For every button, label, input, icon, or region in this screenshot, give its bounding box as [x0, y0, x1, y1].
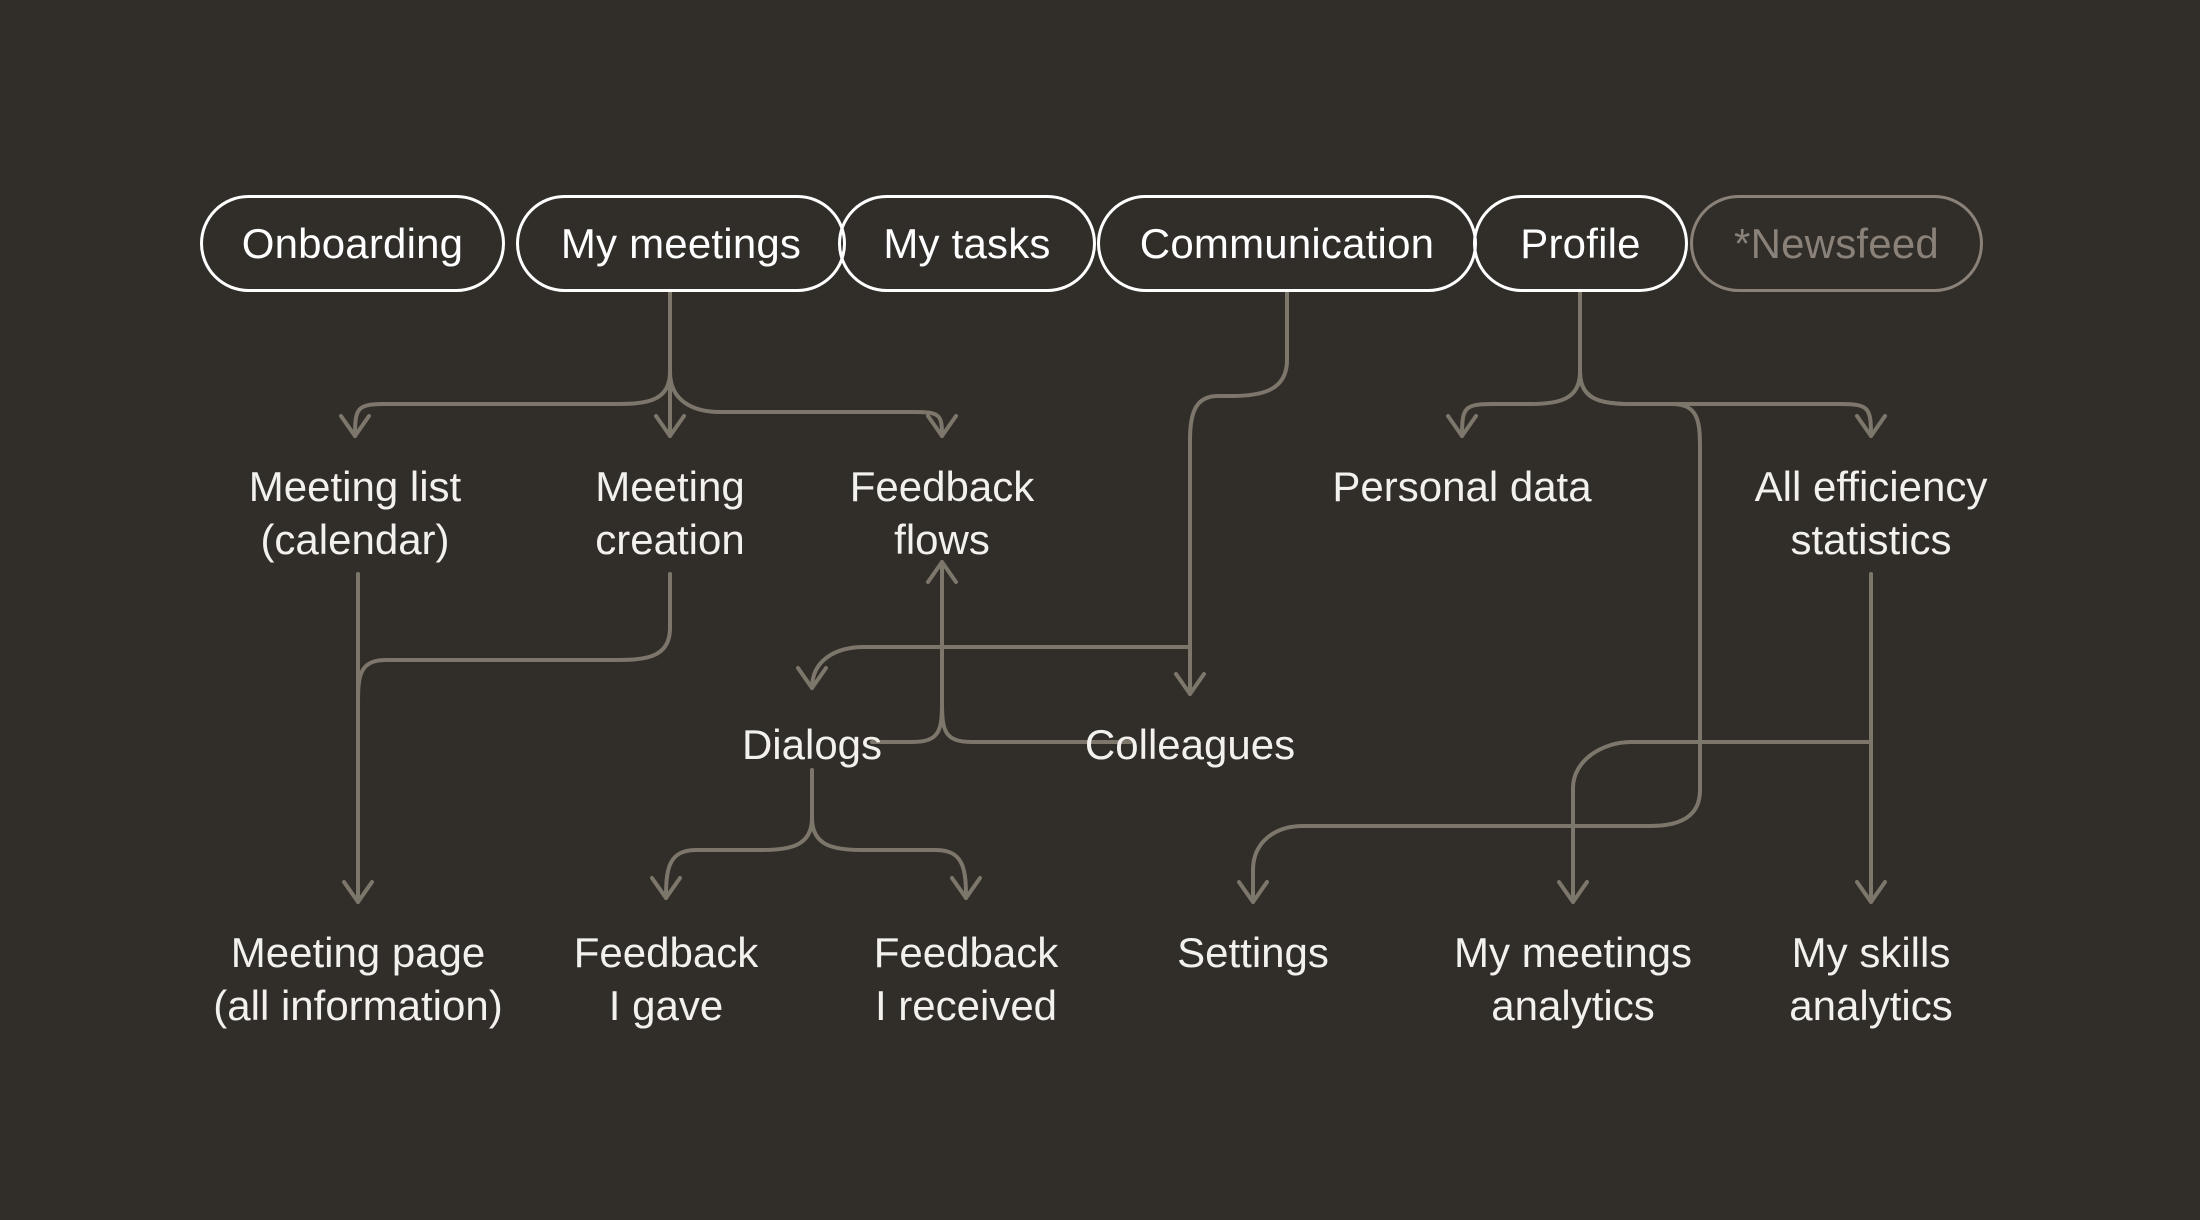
node-feedback-i-received[interactable]: Feedback I received: [874, 926, 1058, 1032]
nav-pill-my-tasks[interactable]: My tasks: [838, 195, 1096, 292]
node-meeting-page-line-1: Meeting page: [230, 929, 486, 976]
node-my-meetings-analytics-line-2: analytics: [1491, 982, 1655, 1029]
node-dialogs-line-1: Dialogs: [741, 721, 883, 768]
edge-dialogs-to-feedback-i-received: [810, 816, 968, 900]
node-meeting-list-line-1: Meeting list: [248, 463, 462, 510]
arrowhead-feedback-flows-up: [926, 560, 958, 584]
node-feedback-flows-line-2: flows: [894, 516, 990, 563]
arrowhead-meeting-creation: [654, 414, 686, 438]
node-settings-line-1: Settings: [1177, 929, 1329, 976]
edge-to-meetings-analytics: [1571, 740, 1873, 904]
node-feedback-i-received-line-1: Feedback: [873, 929, 1059, 976]
edge-colleagues-to-link: [940, 700, 1132, 744]
node-colleagues[interactable]: Colleagues: [1085, 718, 1295, 771]
edge-my-meetings-to-feedback-flows: [668, 370, 944, 438]
arrowhead-all-efficiency: [1855, 414, 1887, 438]
node-my-skills-analytics-line-1: My skills: [1791, 929, 1951, 976]
nav-pill-profile-label: Profile: [1520, 219, 1641, 267]
node-meeting-creation[interactable]: Meeting creation: [595, 460, 744, 566]
node-my-meetings-analytics[interactable]: My meetings analytics: [1454, 926, 1692, 1032]
nav-pill-newsfeed-label: *Newsfeed: [1734, 219, 1939, 267]
node-my-meetings-analytics-line-1: My meetings: [1453, 929, 1693, 976]
node-my-skills-analytics[interactable]: My skills analytics: [1789, 926, 1952, 1032]
edge-dialogs-colleagues-link: [870, 560, 944, 744]
node-meeting-list[interactable]: Meeting list (calendar): [249, 460, 461, 566]
arrowhead-dialogs: [796, 666, 828, 690]
nav-pill-communication[interactable]: Communication: [1097, 195, 1477, 292]
edge-my-meetings-to-meeting-list: [353, 370, 672, 438]
arrowhead-feedback-i-gave: [650, 876, 682, 900]
nav-pill-profile[interactable]: Profile: [1473, 195, 1688, 292]
node-feedback-i-gave-line-1: Feedback: [573, 929, 759, 976]
node-all-efficiency-statistics-line-1: All efficiency: [1754, 463, 1988, 510]
arrowhead-meeting-list: [339, 414, 371, 438]
edge-feeder-to-dialogs: [810, 645, 1192, 690]
node-meeting-creation-line-1: Meeting: [595, 463, 745, 510]
arrowhead-settings: [1237, 880, 1269, 904]
nav-pill-my-tasks-label: My tasks: [883, 219, 1051, 267]
edge-profile-to-settings: [1251, 370, 1702, 904]
node-meeting-page-line-2: (all information): [213, 982, 503, 1029]
node-settings[interactable]: Settings: [1177, 926, 1329, 979]
node-personal-data-line-1: Personal data: [1332, 463, 1592, 510]
arrowhead-meetings-analytics: [1557, 880, 1589, 904]
arrowhead-feedback-flows: [926, 414, 958, 438]
nav-pill-newsfeed[interactable]: *Newsfeed: [1690, 195, 1983, 292]
arrowhead-meeting-page: [342, 880, 374, 904]
node-dialogs[interactable]: Dialogs: [742, 718, 882, 771]
node-feedback-i-gave[interactable]: Feedback I gave: [574, 926, 758, 1032]
arrowhead-colleagues: [1174, 672, 1206, 696]
nav-pill-communication-label: Communication: [1139, 219, 1435, 267]
node-meeting-list-line-2: (calendar): [260, 516, 450, 563]
node-all-efficiency-statistics[interactable]: All efficiency statistics: [1755, 460, 1988, 566]
arrowhead-personal-data: [1446, 414, 1478, 438]
nav-pill-my-meetings[interactable]: My meetings: [516, 195, 846, 292]
node-meeting-creation-line-2: creation: [595, 516, 745, 563]
edge-meeting-creation-to-meeting-page: [356, 572, 672, 708]
node-colleagues-line-1: Colleagues: [1084, 721, 1296, 768]
nav-pill-onboarding-label: Onboarding: [241, 219, 464, 267]
edge-communication-to-colleagues: [1188, 290, 1289, 696]
node-feedback-i-gave-line-2: I gave: [608, 982, 724, 1029]
nav-pill-my-meetings-label: My meetings: [560, 219, 802, 267]
node-personal-data[interactable]: Personal data: [1332, 460, 1591, 513]
node-meeting-page[interactable]: Meeting page (all information): [213, 926, 502, 1032]
arrowhead-feedback-i-received: [950, 876, 982, 900]
edge-profile-to-personal-data: [1460, 370, 1582, 438]
edge-dialogs-to-feedback-i-gave: [664, 816, 814, 900]
arrowhead-skills-analytics: [1855, 880, 1887, 904]
node-my-skills-analytics-line-2: analytics: [1789, 982, 1953, 1029]
node-feedback-i-received-line-2: I received: [874, 982, 1058, 1029]
node-feedback-flows-line-1: Feedback: [849, 463, 1035, 510]
node-all-efficiency-statistics-line-2: statistics: [1790, 516, 1952, 563]
node-feedback-flows[interactable]: Feedback flows: [850, 460, 1034, 566]
nav-pill-onboarding[interactable]: Onboarding: [200, 195, 505, 292]
